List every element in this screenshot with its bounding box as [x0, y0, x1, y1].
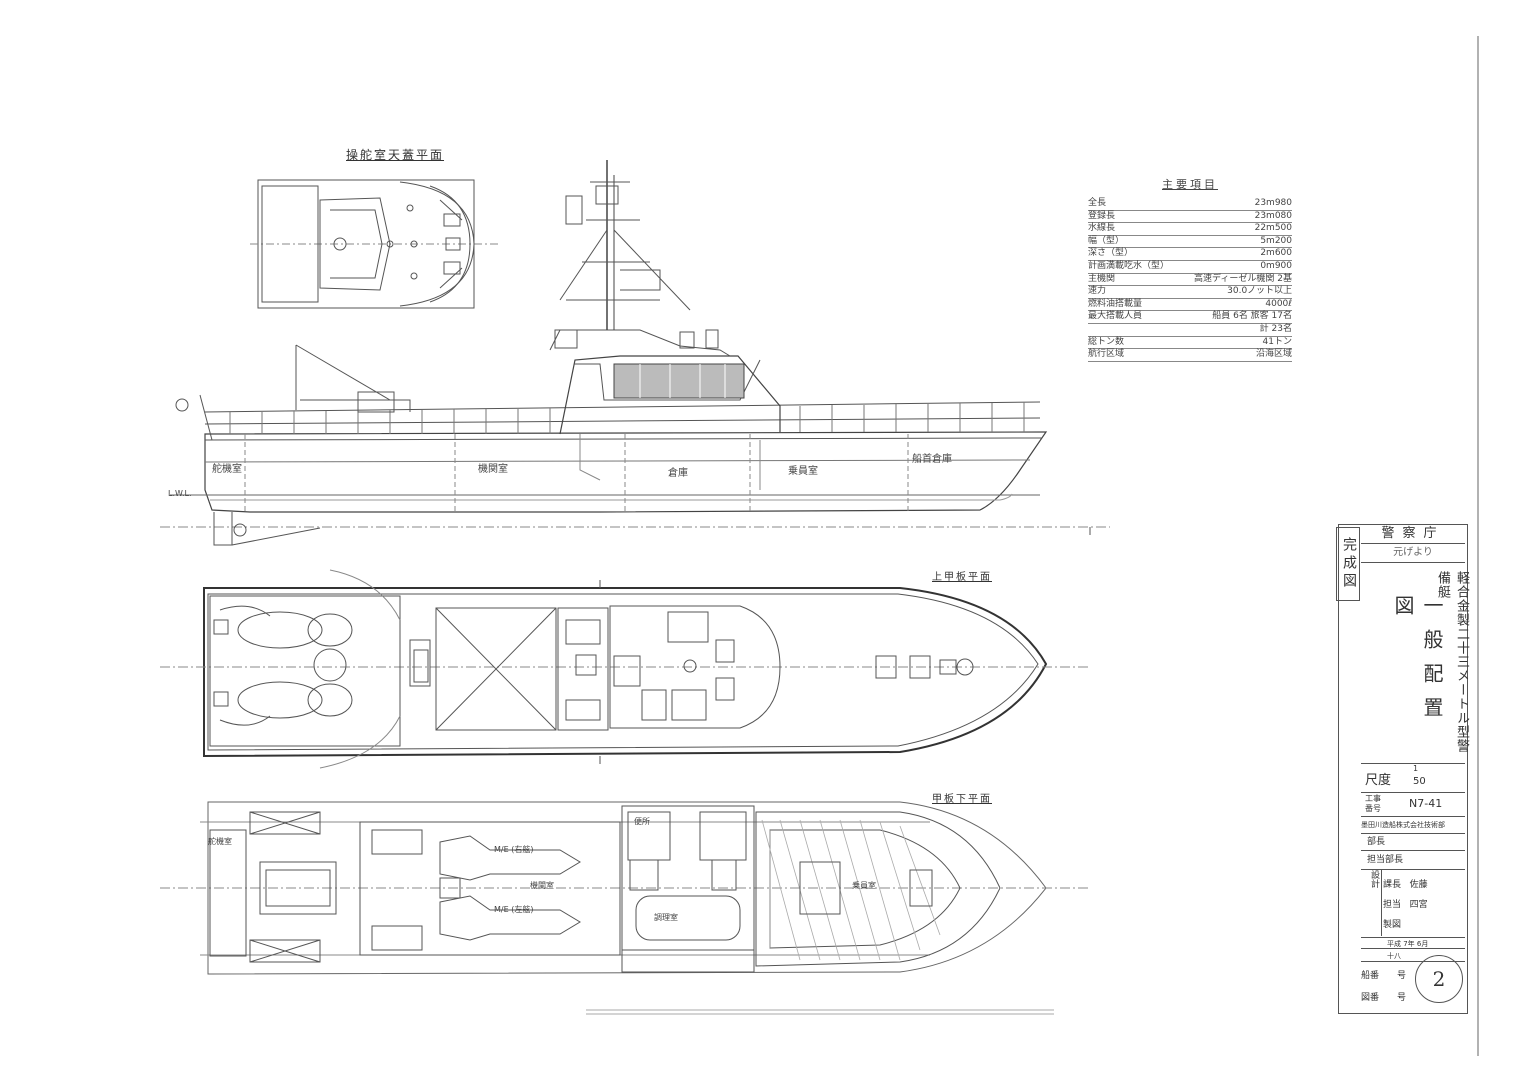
- scale-row: 尺度 1 50: [1361, 763, 1465, 793]
- upper-deck-title: 上甲板平面: [932, 572, 992, 583]
- label-store: 倉庫: [668, 468, 688, 479]
- role-row: 担当部長: [1361, 851, 1465, 870]
- below-deck-title: 甲板下平面: [932, 794, 992, 805]
- scale-numerator: 1: [1413, 764, 1419, 773]
- label-engine-room: 機関室: [478, 464, 508, 475]
- label-main-engine-port: M/E (左舷): [494, 905, 534, 914]
- specs-row: 航行区域沿海区域: [1088, 349, 1292, 362]
- work-label: 工事番号: [1365, 794, 1381, 813]
- specs-row: 深さ（型）2m600: [1088, 248, 1292, 261]
- specs-header: 主要項目: [1162, 178, 1218, 191]
- label-main-engine-starboard: M/E (右舷): [494, 845, 534, 854]
- below-deck-view: [160, 801, 1090, 1015]
- label-toilet: 便所: [634, 817, 650, 826]
- specs-row: 計 23名: [1088, 324, 1292, 337]
- sheet-labels: 船番 図番: [1361, 971, 1380, 1003]
- profile-view: [160, 160, 1110, 546]
- label-lwl: L.W.L.: [168, 489, 192, 498]
- upper-deck-view: [160, 569, 1090, 769]
- agency-name: 警察庁: [1361, 525, 1465, 544]
- design-label: 設計: [1361, 870, 1382, 936]
- scale-label: 尺度: [1365, 773, 1392, 788]
- specs-row: 主機関高速ディーゼル機関 2基: [1088, 274, 1292, 287]
- work-number-row: 工事番号 N7-41: [1361, 792, 1465, 817]
- label-engine-room-below: 機関室: [530, 881, 554, 890]
- label-bow-store: 船首倉庫: [912, 454, 952, 465]
- label-crew-room: 乗員室: [788, 466, 818, 477]
- label-steering-room: 舵機室: [208, 837, 232, 846]
- specs-row: 計画満載吃水（型）0m900: [1088, 261, 1292, 274]
- label-rudder-room: 舵機室: [212, 464, 242, 475]
- label-galley: 調理室: [654, 913, 678, 922]
- vessel-name: 軽合金製二十三メートル型警備艇: [1435, 571, 1469, 753]
- wheelhouse-top-view: [250, 179, 500, 309]
- drawing-title: 一般配置図: [1391, 595, 1444, 731]
- role-row: 課長 佐藤: [1383, 880, 1428, 890]
- date-row: 十八: [1361, 950, 1465, 962]
- wheelhouse-top-title: 操舵室天蓋平面: [346, 148, 445, 162]
- work-number: N7-41: [1409, 797, 1443, 810]
- sheet-number: 2: [1415, 955, 1463, 1003]
- maker-name: 墨田川造船株式会社技術部: [1361, 817, 1465, 834]
- sheet-values: 号 号: [1397, 971, 1407, 1003]
- role-list: 課長 佐藤 担当 四宮 製図: [1383, 875, 1463, 935]
- role-row: 部長: [1361, 834, 1465, 851]
- role-row: 製図: [1383, 920, 1402, 930]
- role-row: 担当 四宮: [1383, 900, 1428, 910]
- completion-stamp: 完成図: [1336, 527, 1360, 601]
- title-block: 警察庁 元げより 軽合金製二十三メートル型警備艇 一般配置図 尺度 1 50 工…: [1338, 524, 1469, 1014]
- specs-row: 幅（型）5m200: [1088, 236, 1292, 249]
- specs-row: 最大搭載人員船員 6名 旅客 17名: [1088, 311, 1292, 324]
- scale-denominator: 50: [1413, 776, 1426, 787]
- date-row: 平成 7年 6月: [1361, 937, 1465, 949]
- label-cabin: 乗員室: [852, 881, 876, 890]
- subtitle: 元げより: [1361, 544, 1465, 563]
